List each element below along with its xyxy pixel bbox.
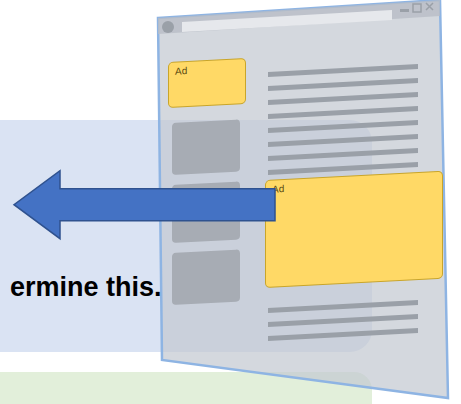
- text-line: [268, 64, 418, 77]
- text-line: [268, 92, 418, 105]
- text-line: [268, 148, 418, 161]
- text-line: [268, 300, 418, 313]
- content-block: [172, 119, 240, 175]
- address-bar: [182, 10, 392, 32]
- content-block: [172, 181, 240, 243]
- minimize-button: [400, 9, 409, 12]
- ad-box: Ad: [168, 58, 246, 108]
- text-line: [268, 134, 418, 147]
- ad-label: Ad: [175, 65, 187, 77]
- content-block: [172, 249, 240, 305]
- back-button: [162, 21, 174, 33]
- text-line: [268, 106, 418, 119]
- close-button: [426, 3, 433, 10]
- ad-label: Ad: [272, 183, 284, 195]
- ad-box: Ad: [265, 171, 443, 288]
- callout-text: ermine this.: [10, 272, 162, 303]
- text-line: [268, 328, 418, 341]
- browser-window: [158, 0, 448, 398]
- text-line: [268, 120, 418, 133]
- text-line: [268, 314, 418, 327]
- title-bar: [158, 0, 440, 34]
- maximize-button: [413, 4, 421, 12]
- text-line: [268, 78, 418, 91]
